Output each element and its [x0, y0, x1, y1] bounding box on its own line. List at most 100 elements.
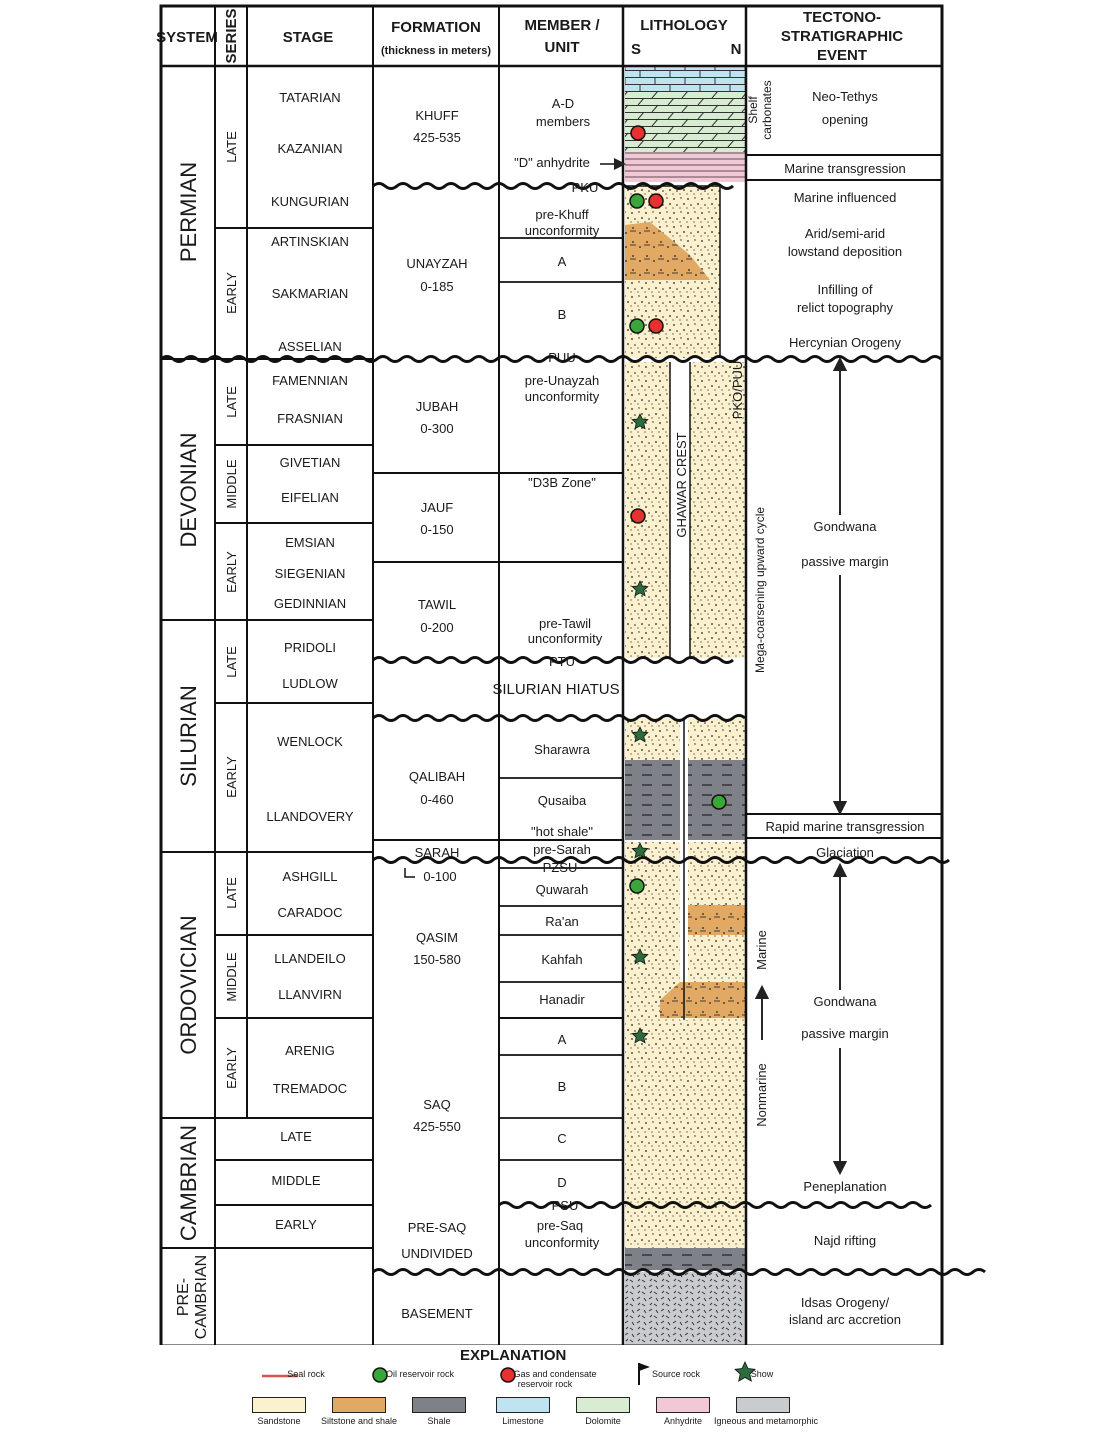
- header-formation: FORMATION: [391, 19, 481, 36]
- stage-label: FRASNIAN: [277, 411, 343, 426]
- lith-ghawar-crest: [670, 362, 690, 658]
- lith-raan-silt: [688, 905, 745, 935]
- oil-reservoir-symbol: [629, 318, 645, 334]
- formation-name: SAQ: [423, 1097, 450, 1112]
- event-label: Idsas Orogeny/: [801, 1295, 890, 1310]
- formation-name: JUBAH: [416, 399, 459, 414]
- lith-unayzah-silt: [625, 222, 710, 280]
- seal-rock-symbol: [262, 1374, 298, 1378]
- event-label: Peneplanation: [803, 1179, 886, 1194]
- legend-swatch-label: Shale: [427, 1416, 451, 1426]
- member-label: B: [558, 307, 567, 322]
- gas-reservoir-symbol: [648, 318, 664, 334]
- source-rock-flag-icon: [638, 1363, 650, 1385]
- lith-khuff-limestone: [625, 66, 745, 92]
- system-ordovician: ORDOVICIAN: [176, 915, 201, 1054]
- cycle-arrows: [754, 356, 848, 1176]
- silurian-hiatus: SILURIAN HIATUS: [492, 681, 619, 698]
- stage-label: FAMENNIAN: [272, 373, 348, 388]
- lith-sharawra-sand: [625, 718, 680, 760]
- lith-label-pko: PKO/PUU: [730, 361, 745, 420]
- series-ordovician-middle: MIDDLE: [224, 952, 239, 1001]
- legend-label: Gas and condensate: [513, 1369, 597, 1379]
- header-event-2: STRATIGRAPHIC: [781, 28, 903, 45]
- event-label: relict topography: [797, 300, 894, 315]
- member-label: "hot shale": [531, 824, 593, 839]
- formation-thickness: 425-550: [413, 1119, 461, 1134]
- legend-title: EXPLANATION: [460, 1347, 567, 1364]
- unconformities: [160, 182, 986, 1276]
- stage-label: EIFELIAN: [281, 490, 339, 505]
- stage-label: LUDLOW: [282, 676, 338, 691]
- marine-label: Marine: [754, 930, 769, 970]
- header-lith-s: S: [631, 41, 641, 58]
- stage-label: PRIDOLI: [284, 640, 336, 655]
- swatch-limestone: [496, 1397, 550, 1413]
- member-label: pre-Unayzah: [525, 373, 599, 388]
- header-lith-n: N: [731, 41, 742, 58]
- series-devonian-early: EARLY: [224, 551, 239, 593]
- swatch-siltstone-shale: [332, 1397, 386, 1413]
- mega-cycle-label: Mega-coarsening upward cycle: [753, 507, 767, 673]
- swatch-sandstone: [252, 1397, 306, 1413]
- member-label: PSU: [552, 1198, 579, 1213]
- lith-basement-igneous: [625, 1272, 745, 1345]
- formation-thickness: 0-200: [420, 620, 453, 635]
- header-member-1: MEMBER /: [525, 17, 601, 34]
- swatch-igneous-metamorphic: [736, 1397, 790, 1413]
- event-label: Glaciation: [816, 845, 874, 860]
- show-star-icon: [631, 842, 649, 859]
- formation-thickness: 150-580: [413, 952, 461, 967]
- oil-reservoir-symbol: [629, 878, 645, 894]
- reservoir-symbols: [629, 125, 727, 894]
- system-devonian: DEVONIAN: [176, 433, 201, 548]
- swatch-shale: [412, 1397, 466, 1413]
- formation-name: BASEMENT: [401, 1306, 473, 1321]
- member-label: PZSU: [543, 860, 578, 875]
- stage-label: LLANVIRN: [278, 987, 342, 1002]
- lith-devonian-sand-s: [625, 362, 670, 658]
- header-formation-sub: (thickness in meters): [381, 45, 491, 57]
- lith-qusaiba-shale: [625, 760, 680, 840]
- event-labels: Neo-Tethys opening Marine transgression …: [766, 89, 925, 1327]
- series-devonian-middle: MIDDLE: [224, 459, 239, 508]
- legend: EXPLANATION Seal rock Oil reservoir rock…: [240, 1345, 860, 1435]
- formation-name: KHUFF: [415, 108, 458, 123]
- oil-reservoir-symbol: [711, 794, 727, 810]
- show-star-legend-icon: [734, 1361, 756, 1382]
- member-label: Hanadir: [539, 992, 585, 1007]
- member-label: PKU: [572, 180, 599, 195]
- system-permian: PERMIAN: [176, 162, 201, 262]
- legend-swatch-label: Anhydrite: [663, 1416, 703, 1426]
- stage-label: WENLOCK: [277, 734, 343, 749]
- event-label: Arid/semi-arid: [805, 226, 885, 241]
- oil-reservoir-legend-icon: [372, 1367, 388, 1383]
- formation-name: UNAYZAH: [406, 256, 467, 271]
- member-label: pre-Khuff: [535, 207, 589, 222]
- event-label: Gondwana: [814, 519, 878, 534]
- event-label: lowstand deposition: [788, 244, 902, 259]
- series-permian-late: LATE: [224, 131, 239, 163]
- event-label: opening: [822, 112, 868, 127]
- member-label: B: [558, 1079, 567, 1094]
- event-label: Infilling of: [818, 282, 873, 297]
- header-member-2: UNIT: [545, 39, 580, 56]
- member-label: Kahfah: [541, 952, 582, 967]
- member-label: Ra'an: [545, 914, 579, 929]
- lith-hanadir-silt: [660, 982, 745, 1018]
- oil-reservoir-symbol: [629, 193, 645, 209]
- formation-thickness: 0-300: [420, 421, 453, 436]
- member-label: A-D: [552, 96, 574, 111]
- stage-label: EMSIAN: [285, 535, 335, 550]
- system-precambrian-2: CAMBRIAN: [193, 1255, 210, 1339]
- stage-label: LATE: [280, 1129, 312, 1144]
- member-label: Qusaiba: [538, 793, 587, 808]
- legend-label: Oil reservoir rock: [385, 1369, 454, 1379]
- legend-label: Source rock: [651, 1369, 701, 1379]
- header-event-3: EVENT: [817, 47, 867, 64]
- event-label: island arc accretion: [789, 1312, 901, 1327]
- member-label: PUU: [548, 350, 575, 365]
- show-star-icon: [631, 948, 649, 965]
- formation-name: QALIBAH: [409, 769, 465, 784]
- lith-sharawra-sand-n: [688, 718, 745, 760]
